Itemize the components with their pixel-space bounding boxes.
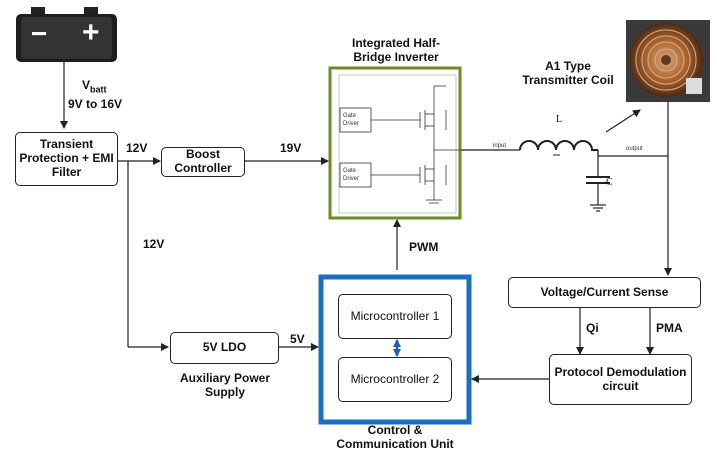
coil-title: A1 Type Transmitter Coil xyxy=(522,59,614,88)
aux-supply-label: Auxiliary Power Supply xyxy=(179,371,271,400)
battery-icon xyxy=(16,7,117,62)
vbatt-range: 9V to 16V xyxy=(68,97,123,111)
inductor-label: L xyxy=(556,114,563,125)
microcontroller-2-block: Microcontroller 2 xyxy=(338,357,452,402)
gate-driver-top: Gate Driver xyxy=(343,113,359,127)
capacitor-label: C xyxy=(606,177,613,188)
transmitter-coil-image xyxy=(626,20,710,102)
signal-pma: PMA xyxy=(656,321,683,335)
signal-qi: Qi xyxy=(586,321,599,335)
inductor-icon xyxy=(519,140,598,151)
battery-minus-icon: − xyxy=(31,18,48,49)
lc-output-label: output xyxy=(626,146,643,152)
signal-12v-top: 12V xyxy=(126,141,148,155)
output-to-coil-arrow xyxy=(605,109,641,133)
voltage-current-sense-block: Voltage/Current Sense xyxy=(508,277,701,308)
inverter-block xyxy=(328,66,462,220)
signal-5v: 5V xyxy=(290,332,305,346)
boost-controller-block: Boost Controller xyxy=(161,147,245,177)
battery-plus-icon: + xyxy=(82,16,100,49)
transient-protection-block: Transient Protection + EMI Filter xyxy=(15,132,118,186)
protocol-demodulation-block: Protocol Demodulation circuit xyxy=(549,354,692,405)
vbatt-label: Vbatt xyxy=(82,78,107,95)
control-unit-label: Control & Communication Unit xyxy=(336,423,454,452)
capacitor-icon xyxy=(586,150,610,212)
signal-pwm: PWM xyxy=(409,240,439,254)
gate-driver-bottom: Gate Driver xyxy=(343,168,359,182)
signal-19v: 19V xyxy=(280,141,302,155)
control-unit-block xyxy=(318,274,472,425)
ldo-block: 5V LDO xyxy=(170,332,279,364)
inverter-title: Integrated Half-Bridge Inverter xyxy=(351,36,440,65)
signal-12v-mid: 12V xyxy=(143,237,165,251)
half-bridge-schematic xyxy=(338,74,461,214)
lc-input-label: input xyxy=(493,143,507,149)
microcontroller-1-block: Microcontroller 1 xyxy=(338,294,452,339)
